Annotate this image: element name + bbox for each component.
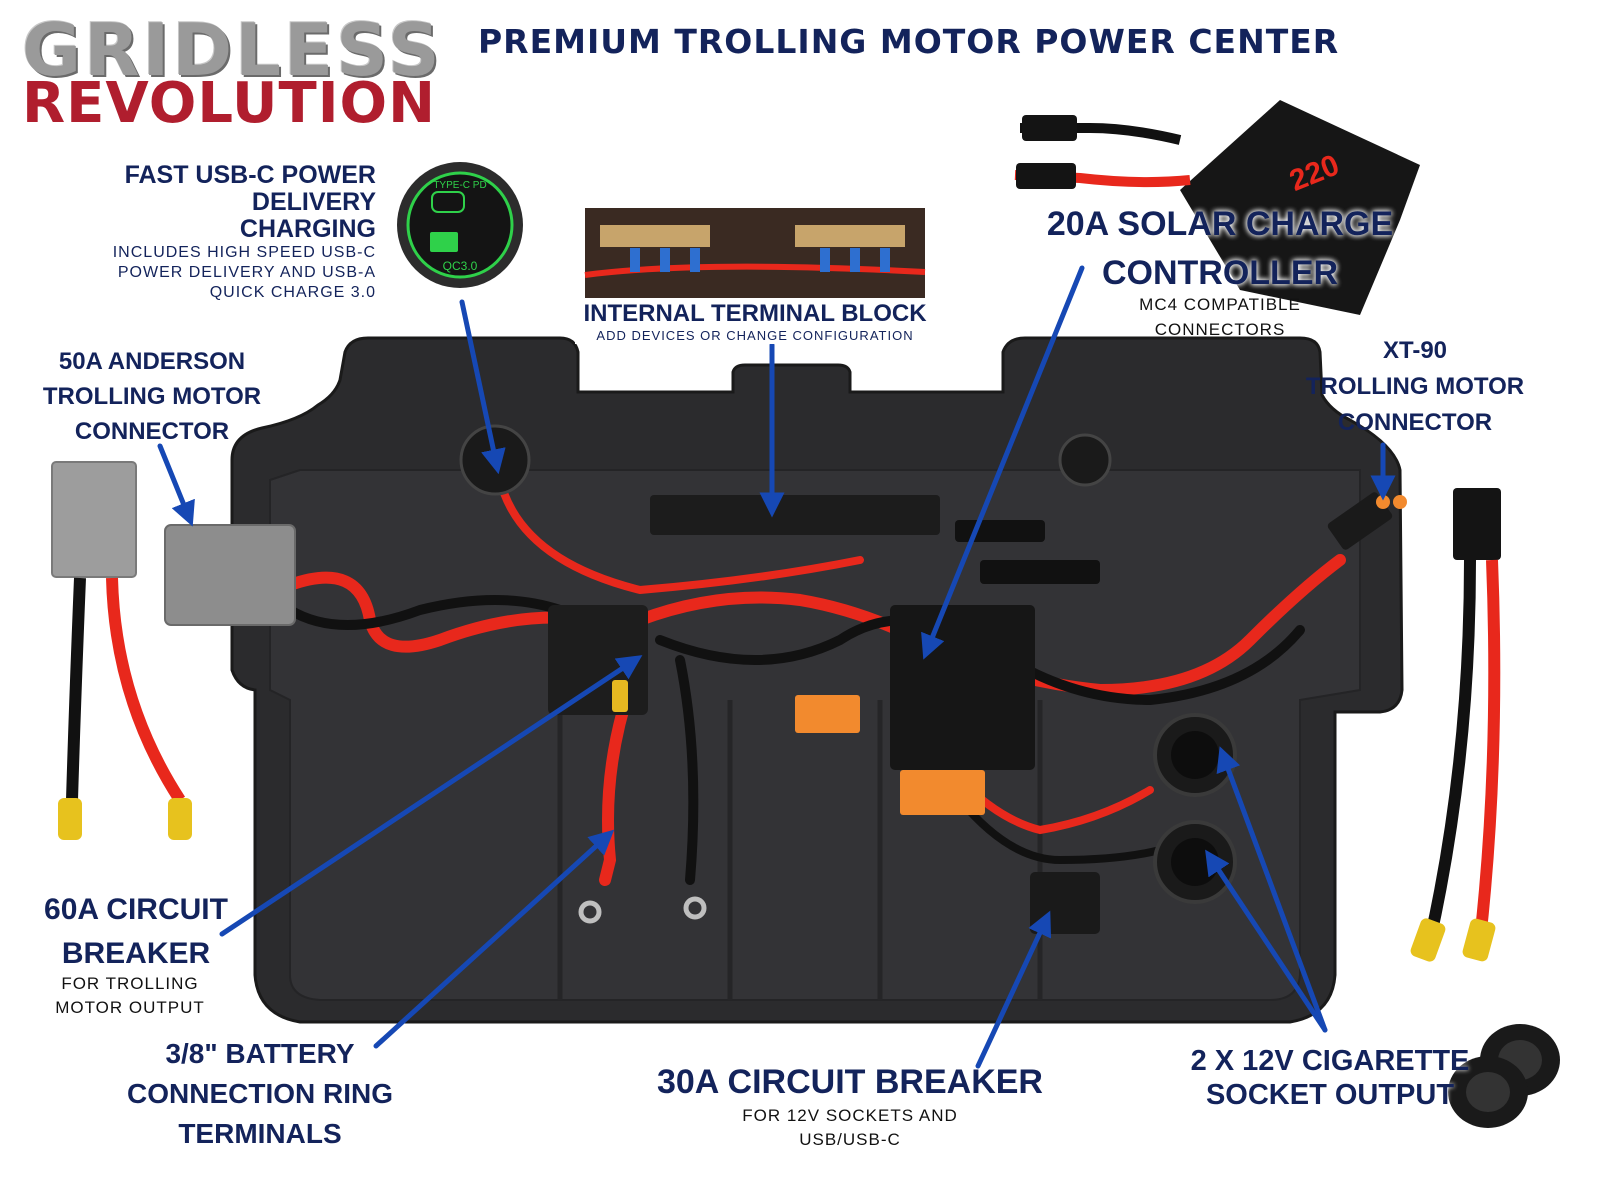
mc4-connector [980,560,1100,584]
breaker-30a [1030,872,1100,934]
pointer-arrows [157,265,1396,1069]
usb-port-top-label: TYPE-C PD [433,180,486,191]
anderson-title-line: TROLLING MOTOR [42,383,262,410]
solar-controller-subtitle: MC4 COMPATIBLE CONNECTORS [1110,292,1330,342]
usbc-title-line: FAST USB-C POWER [124,161,376,189]
xt90-callout: XT-90 TROLLING MOTOR CONNECTOR [1290,333,1540,441]
breaker60-title-line: BREAKER [61,937,211,970]
lever-connector [900,770,985,815]
solar-controller-inset: 220 [1014,100,1420,315]
breaker60-title-line: 60A CIRCUIT [44,893,228,926]
terminal-block-title: INTERNAL TERMINAL BLOCK [583,300,927,327]
anderson-callout: 50A ANDERSON TROLLING MOTOR CONNECTOR [20,344,284,449]
solar-subtitle-line: MC4 COMPATIBLE [1139,295,1301,314]
breaker60-subtitle-line: FOR TROLLING [61,974,199,993]
terminal-block-subtitle: ADD DEVICES OR CHANGE CONFIGURATION [596,328,914,343]
terminal-block [650,495,940,535]
solar-subtitle-line: CONNECTORS [1154,320,1286,339]
mc4-connector [955,520,1045,542]
breaker60-subtitle-line: MOTOR OUTPUT [55,998,205,1017]
breaker30-subtitle-line: USB/USB-C [799,1130,901,1149]
xt90-connector [1410,488,1501,962]
brand-wordmark-top: GRIDLESS [22,8,443,92]
page-title: PREMIUM TROLLING MOTOR POWER CENTER [478,22,1340,61]
usbc-title-line: CHARGING [239,215,376,243]
usbc-title-line: DELIVERY [251,188,376,216]
anderson-title-line: CONNECTOR [74,418,230,445]
ring-title-line: TERMINALS [178,1118,342,1149]
xt90-title-line: TROLLING MOTOR [1305,373,1525,400]
usbc-subtitle-line: INCLUDES HIGH SPEED USB-C [112,244,376,261]
anderson-title-line: 50A ANDERSON [58,348,246,375]
anderson-connector-installed [164,524,296,626]
cig-title-line: SOCKET OUTPUT [1205,1079,1455,1111]
solar-title-line: 20A SOLAR CHARGE [1046,205,1394,243]
terminal-block-callout: INTERNAL TERMINAL BLOCK ADD DEVICES OR C… [575,300,935,344]
breaker30-subtitle-line: FOR 12V SOCKETS AND [742,1106,958,1125]
ring-terminals [578,896,707,924]
xt90-title-line: CONNECTOR [1337,409,1493,436]
ring-title-line: 3/8" BATTERY [165,1038,355,1069]
usbc-subtitle-line: QUICK CHARGE 3.0 [209,284,376,301]
usbc-callout: FAST USB-C POWER DELIVERY CHARGING INCLU… [16,162,376,303]
usb-socket-inset: TYPE-C PD QC3.0 [397,162,523,288]
breaker60-subtitle: FOR TROLLING MOTOR OUTPUT [30,972,230,1020]
breaker60-callout: 60A CIRCUIT BREAKER [20,888,252,976]
usbc-subtitle-line: POWER DELIVERY AND USB-A [117,264,376,281]
ring-terminal-callout: 3/8" BATTERY CONNECTION RING TERMINALS [105,1034,415,1154]
xt90-title-line: XT-90 [1382,337,1448,364]
cigarette-socket-callout: 2 X 12V CIGARETTE SOCKET OUTPUT [1165,1044,1495,1112]
breaker30-title: 30A CIRCUIT BREAKER [656,1063,1043,1101]
terminal-block-inset [584,208,926,298]
breaker30-callout: 30A CIRCUIT BREAKER FOR 12V SOCKETS AND … [630,1060,1070,1152]
solar-controller-callout: 20A SOLAR CHARGE CONTROLLER [1030,200,1410,298]
anderson-connector [51,461,192,840]
solar-controller-installed [890,605,1035,770]
lever-connector [795,695,860,733]
cig-title-line: 2 X 12V CIGARETTE [1190,1045,1470,1077]
rubber-grommets [1448,1024,1560,1128]
ring-title-line: CONNECTION RING [127,1078,393,1109]
solar-title-line: CONTROLLER [1101,254,1339,292]
brand-wordmark-bottom: REVOLUTION [22,71,437,136]
usb-port-bottom-label: QC3.0 [443,259,478,273]
